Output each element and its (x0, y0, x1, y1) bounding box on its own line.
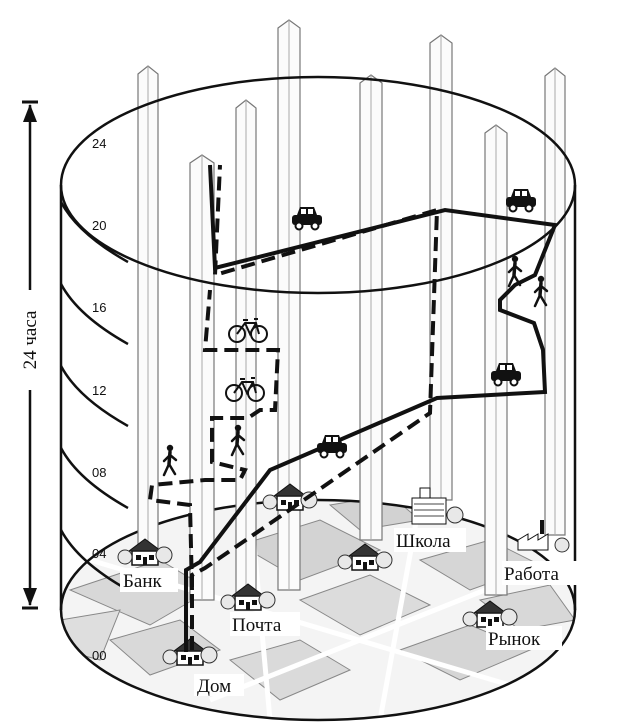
label-bank: Банк (123, 571, 163, 592)
hour-label: 16 (92, 300, 106, 315)
pillar (189, 154, 215, 601)
pillar (484, 124, 508, 596)
label-market: Рынок (488, 629, 541, 650)
hour-label: 20 (92, 218, 106, 233)
hour-label: 04 (92, 546, 106, 561)
cylinder-top (59, 75, 577, 295)
hour-arcs (59, 201, 129, 592)
hour-arc (59, 529, 129, 592)
place-labels: Дом Почта Банк Школа Работа Рынок (120, 528, 580, 697)
hour-arc (59, 447, 129, 510)
solid-path (184, 164, 558, 652)
cylinder-bottom (59, 498, 577, 722)
label-home: Дом (197, 676, 231, 697)
school-building (411, 487, 464, 525)
pillar (359, 74, 383, 541)
label-work: Работа (504, 564, 559, 585)
pillar (544, 67, 566, 536)
pillar (137, 65, 159, 561)
hour-label: 12 (92, 383, 106, 398)
location-pillars (137, 19, 566, 601)
label-post: Почта (232, 615, 282, 636)
pillar (429, 34, 453, 501)
work-building (517, 520, 570, 553)
hour-arc (59, 365, 129, 428)
label-school: Школа (396, 531, 451, 552)
car-icon (505, 188, 537, 213)
hour-label: 08 (92, 465, 106, 480)
pedestrian-icon (507, 254, 523, 288)
time-axis: 24 часа (19, 100, 41, 610)
hour-label: 24 (92, 136, 106, 151)
hour-label: 00 (92, 648, 106, 663)
pedestrian-icon (162, 443, 178, 477)
dashed-path (147, 164, 440, 650)
hour-arc (59, 283, 129, 346)
axis-title: 24 часа (20, 310, 41, 369)
